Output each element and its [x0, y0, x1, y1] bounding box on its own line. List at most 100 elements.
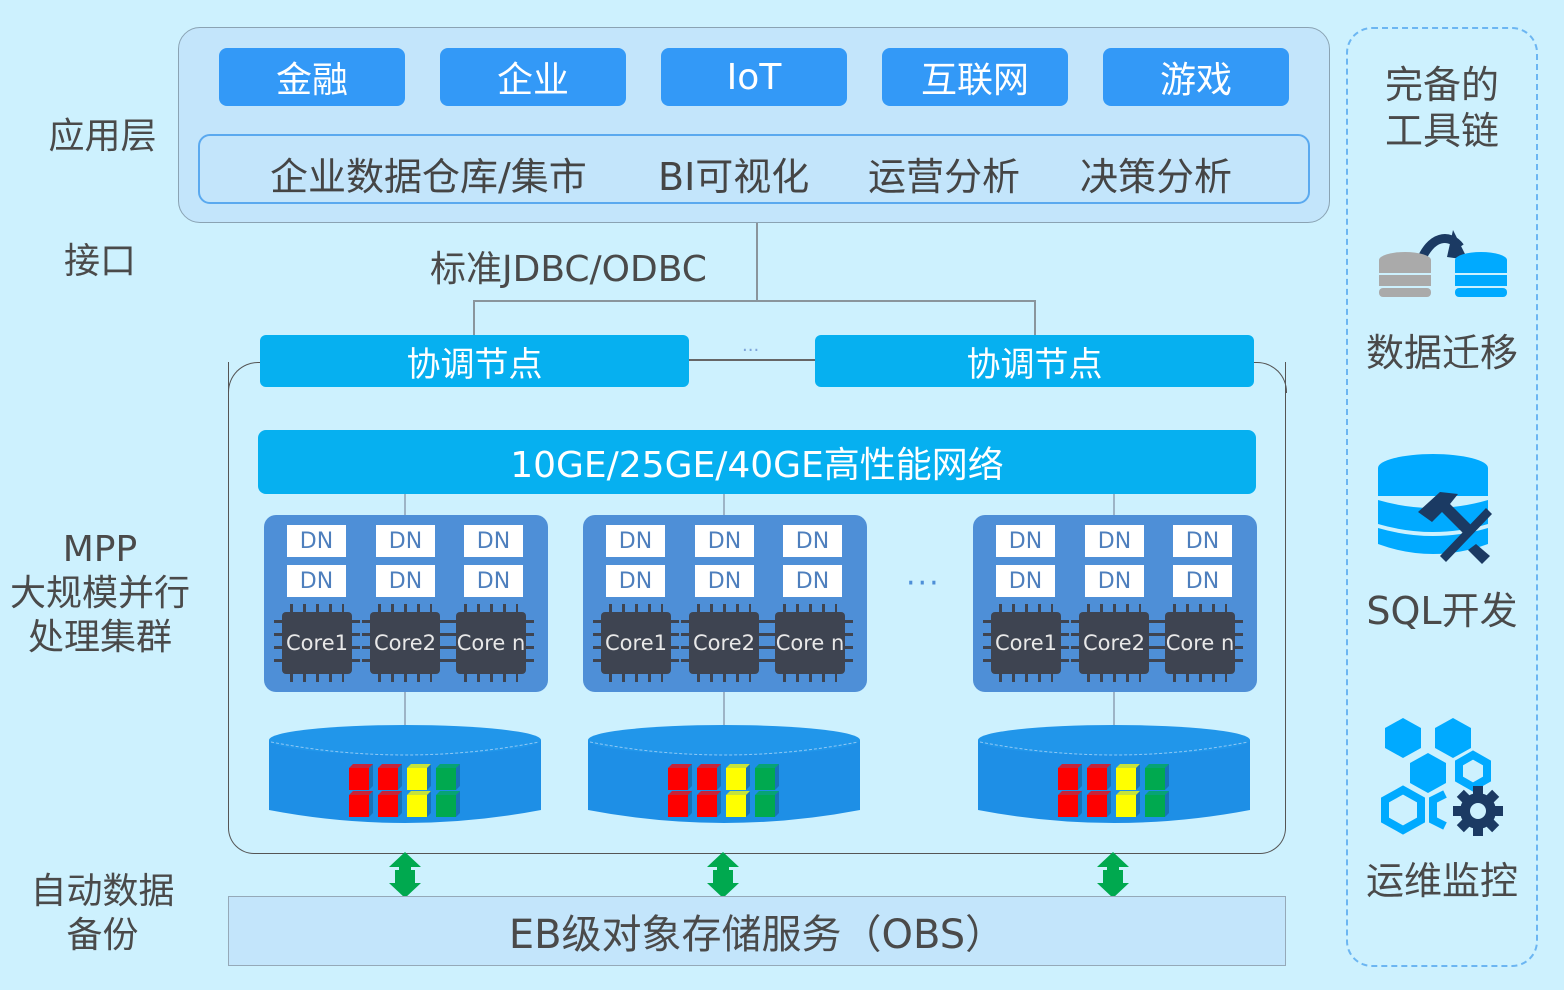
dn-instance[interactable]: DN — [783, 565, 842, 597]
cpu-core-icon: Core n — [1157, 604, 1243, 682]
backup-arrow-icon — [389, 852, 421, 898]
dn-instance[interactable]: DN — [783, 525, 842, 557]
data-block-icon — [1087, 764, 1111, 790]
toolchain-title: 完备的 工具链 — [1346, 62, 1538, 154]
dn-instance[interactable]: DN — [996, 525, 1055, 557]
backup-arrow-icon — [707, 852, 739, 898]
disk-link — [723, 692, 725, 726]
industry-gaming[interactable]: 游戏 — [1103, 48, 1289, 106]
scenario-bi-visualization: BI可视化 — [658, 155, 810, 199]
connector-to-coordinator-2 — [1034, 300, 1036, 336]
cpu-core-label: Core n — [456, 631, 526, 655]
data-block-icon — [726, 764, 750, 790]
node-link — [404, 494, 406, 516]
cpu-core-icon: Core n — [767, 604, 853, 682]
ops-monitoring-icon — [1381, 718, 1503, 836]
scenario-operations-analysis: 运营分析 — [868, 155, 1021, 199]
data-block-icon — [436, 791, 460, 817]
coordinator-ellipsis: ··· — [742, 340, 760, 361]
industry-iot[interactable]: IoT — [661, 48, 847, 106]
coordinator-node-2[interactable]: 协调节点 — [815, 335, 1254, 387]
cpu-core-icon: Core1 — [593, 604, 679, 682]
scenario-bar: 企业数据仓库/集市 BI可视化 运营分析 决策分析 — [198, 134, 1310, 204]
cpu-core-label: Core n — [1165, 631, 1235, 655]
cpu-core-label: Core1 — [605, 631, 667, 655]
layer-label-mpp: MPP 大规模并行 处理集群 — [0, 528, 200, 660]
dn-instance[interactable]: DN — [1173, 565, 1232, 597]
cpu-core-icon: Core n — [448, 604, 534, 682]
storage-disk-icon — [978, 725, 1250, 823]
backup-line-2: 备份 — [66, 915, 139, 956]
node-link — [1113, 494, 1115, 516]
data-block-icon — [349, 791, 373, 817]
cpu-core-icon: Core2 — [1071, 604, 1157, 682]
industry-enterprise[interactable]: 企业 — [440, 48, 626, 106]
scenario-decision-analysis: 决策分析 — [1080, 155, 1233, 199]
layer-label-application: 应用层 — [48, 116, 157, 157]
tool-data-migration[interactable]: 数据迁移 — [1365, 331, 1518, 375]
cpu-core-icon: Core2 — [681, 604, 767, 682]
data-block-icon — [697, 764, 721, 790]
storage-disk-icon — [588, 725, 860, 823]
data-block-icon — [1116, 764, 1140, 790]
data-block-icon — [407, 764, 431, 790]
sql-development-icon — [1378, 454, 1492, 564]
cpu-core-label: Core2 — [374, 631, 436, 655]
dn-instance[interactable]: DN — [606, 565, 665, 597]
dn-instance[interactable]: DN — [376, 525, 435, 557]
mpp-line-3: 处理集群 — [27, 617, 172, 658]
data-block-icon — [668, 764, 692, 790]
dn-instance[interactable]: DN — [464, 525, 523, 557]
dn-instance[interactable]: DN — [695, 525, 754, 557]
backup-arrow-icon — [1097, 852, 1129, 898]
interface-label: 标准JDBC/ODBC — [430, 249, 707, 290]
backup-line-1: 自动数据 — [30, 871, 175, 912]
dn-instance[interactable]: DN — [287, 565, 346, 597]
dn-instance[interactable]: DN — [287, 525, 346, 557]
cpu-core-label: Core1 — [286, 631, 348, 655]
data-block-icon — [1058, 764, 1082, 790]
coordinator-link — [688, 359, 816, 361]
toolchain-title-line-2: 工具链 — [1384, 109, 1499, 153]
tool-sql-development[interactable]: SQL开发 — [1366, 589, 1518, 633]
data-block-icon — [755, 764, 779, 790]
scenario-data-warehouse: 企业数据仓库/集市 — [270, 155, 587, 199]
layer-label-backup: 自动数据 备份 — [15, 870, 190, 958]
node-link — [723, 494, 725, 516]
cpu-core-icon: Core1 — [983, 604, 1069, 682]
high-performance-network: 10GE/25GE/40GE高性能网络 — [258, 430, 1256, 494]
dn-instance[interactable]: DN — [464, 565, 523, 597]
data-block-icon — [436, 764, 460, 790]
cpu-core-label: Core2 — [1083, 631, 1145, 655]
industry-internet[interactable]: 互联网 — [882, 48, 1068, 106]
data-block-icon — [1116, 791, 1140, 817]
data-block-icon — [1145, 764, 1169, 790]
data-block-icon — [1058, 791, 1082, 817]
dn-instance[interactable]: DN — [1085, 565, 1144, 597]
dn-instance[interactable]: DN — [695, 565, 754, 597]
storage-disk-icon — [269, 725, 541, 823]
coordinator-node-1[interactable]: 协调节点 — [260, 335, 689, 387]
mpp-line-2: 大规模并行 — [9, 573, 190, 614]
data-block-icon — [1087, 791, 1111, 817]
dn-instance[interactable]: DN — [606, 525, 665, 557]
connector-to-coordinator-1 — [473, 300, 475, 336]
tool-ops-monitoring[interactable]: 运维监控 — [1365, 859, 1518, 903]
dn-instance[interactable]: DN — [1173, 525, 1232, 557]
cpu-core-icon: Core1 — [274, 604, 360, 682]
data-block-icon — [407, 791, 431, 817]
dn-instance[interactable]: DN — [376, 565, 435, 597]
disk-link — [404, 692, 406, 726]
dn-instance[interactable]: DN — [996, 565, 1055, 597]
node-ellipsis: ··· — [906, 566, 941, 601]
data-block-icon — [349, 764, 373, 790]
disk-link — [1113, 692, 1115, 726]
data-block-icon — [755, 791, 779, 817]
industry-finance[interactable]: 金融 — [219, 48, 405, 106]
cpu-core-label: Core n — [775, 631, 845, 655]
interface-connector-vertical — [756, 223, 758, 301]
dn-instance[interactable]: DN — [1085, 525, 1144, 557]
data-block-icon — [668, 791, 692, 817]
interface-connector-horizontal — [473, 300, 1035, 302]
object-storage-service: EB级对象存储服务（OBS） — [228, 896, 1286, 966]
